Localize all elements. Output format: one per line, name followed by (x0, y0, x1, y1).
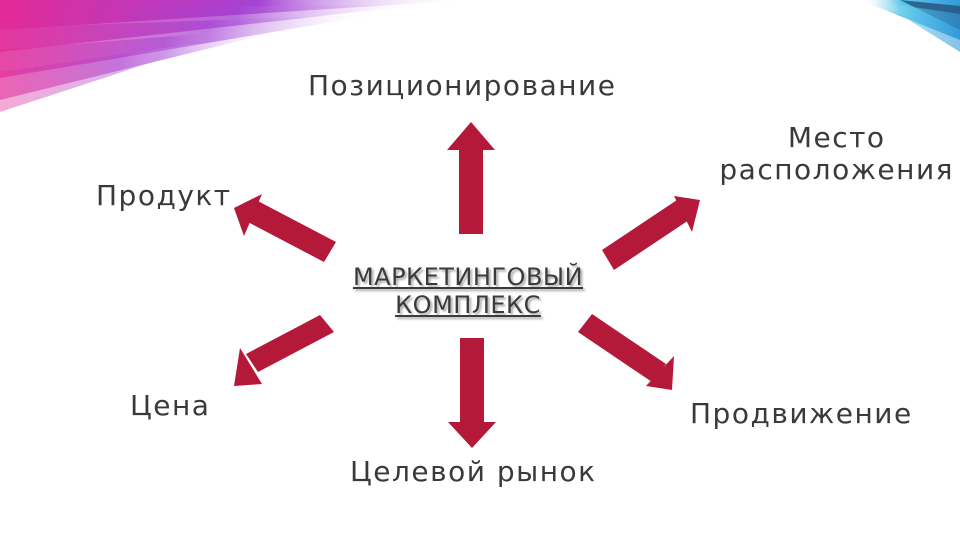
node-place: Место расположения (719, 121, 954, 187)
left-streaks (0, 0, 470, 112)
node-promotion: Продвижение (690, 397, 913, 430)
center-title-line1: МАРКЕТИНГОВЫЙ (352, 263, 584, 291)
arrow-upper-left-product (234, 194, 336, 262)
right-streaks (860, 0, 960, 52)
node-target-market: Целевой рынок (350, 455, 597, 488)
arrow-lower-right-promotion (578, 314, 674, 390)
center-title-line2: КОМПЛЕКС (395, 290, 541, 319)
arrow-upper-right-place (602, 196, 700, 270)
node-price: Цена (130, 389, 211, 422)
node-positioning: Позиционирование (308, 69, 617, 102)
node-product: Продукт (96, 179, 232, 212)
node-place-line2: расположения (719, 153, 954, 187)
center-title: МАРКЕТИНГОВЫЙ КОМПЛЕКС (340, 263, 596, 319)
arrow-lower-left-price (234, 315, 334, 386)
arrow-down-target (448, 338, 496, 448)
node-place-line1: Место (787, 121, 886, 154)
arrow-up-positioning (447, 122, 495, 234)
